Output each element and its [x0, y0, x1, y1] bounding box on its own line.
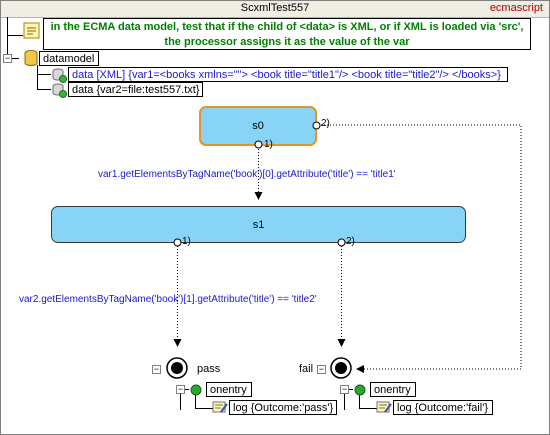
- database-icon: [23, 49, 39, 67]
- comment-box[interactable]: in the ECMA data model, test that if the…: [43, 18, 531, 50]
- pass-log-box[interactable]: log {Outcome:'pass'}: [229, 400, 337, 415]
- port-s1-1: [173, 238, 182, 247]
- datamodel-label[interactable]: datamodel: [39, 51, 99, 66]
- state-s1[interactable]: s1: [51, 206, 466, 243]
- data-item-var1-value: {var1=<books xmlns=""> <book title="titl…: [128, 69, 501, 81]
- port-label-s0-2: 2): [321, 118, 330, 129]
- state-s1-label: s1: [252, 218, 265, 231]
- datamodel-language: ecmascript: [489, 2, 543, 14]
- pass-onentry-box[interactable]: onentry: [206, 382, 252, 397]
- pass-collapse-toggle[interactable]: −: [152, 364, 161, 374]
- comment-line-1: in the ECMA data model, test that if the…: [50, 21, 524, 33]
- port-label-s0-1: 1): [264, 139, 273, 150]
- fail-collapse-toggle[interactable]: −: [317, 364, 326, 374]
- state-s0-label: s0: [252, 120, 264, 132]
- port-s0-2: [312, 121, 321, 130]
- edge-s0-to-fail: [321, 124, 522, 373]
- pass-onentry-toggle[interactable]: −: [176, 384, 185, 394]
- port-label-s1-2: 2): [346, 236, 355, 247]
- data-item-icon: [51, 82, 67, 98]
- port-s0-1: [254, 140, 263, 149]
- log-icon: [212, 400, 228, 414]
- final-state-pass-label[interactable]: pass: [197, 363, 221, 375]
- document-title: ScxmlTest557: [240, 2, 310, 14]
- title-bar: ScxmlTest557 ecmascript: [1, 1, 549, 18]
- datamodel-collapse-toggle[interactable]: −: [3, 53, 12, 63]
- data-item-var2-value: {var2=file:test557.txt}: [96, 84, 200, 96]
- port-s1-2: [337, 238, 346, 247]
- data-item-var2-kind: data: [72, 84, 94, 96]
- data-item-var1-kind: data [XML]: [72, 69, 126, 81]
- fail-onentry-toggle[interactable]: −: [340, 384, 349, 394]
- transition-condition-s0-1[interactable]: var1.getElementsByTagName('book')[0].get…: [98, 169, 396, 180]
- log-icon: [376, 400, 392, 414]
- transition-condition-s1-1[interactable]: var2.getElementsByTagName('book')[1].get…: [19, 294, 317, 305]
- comment-line-2: the processor assigns it as the value of…: [164, 36, 410, 48]
- final-state-fail-label[interactable]: fail: [299, 363, 314, 375]
- data-item-icon: [51, 67, 67, 83]
- onentry-icon: [190, 383, 202, 396]
- data-item-var2[interactable]: data {var2=file:test557.txt}: [68, 82, 203, 97]
- port-label-s1-1: 1): [182, 236, 191, 247]
- fail-log-box[interactable]: log {Outcome:'fail'}: [393, 400, 493, 415]
- comment-icon: [23, 22, 41, 40]
- onentry-icon: [354, 383, 366, 396]
- fail-onentry-box[interactable]: onentry: [370, 382, 416, 397]
- data-item-var1[interactable]: data [XML] {var1=<books xmlns=""> <book …: [68, 67, 508, 82]
